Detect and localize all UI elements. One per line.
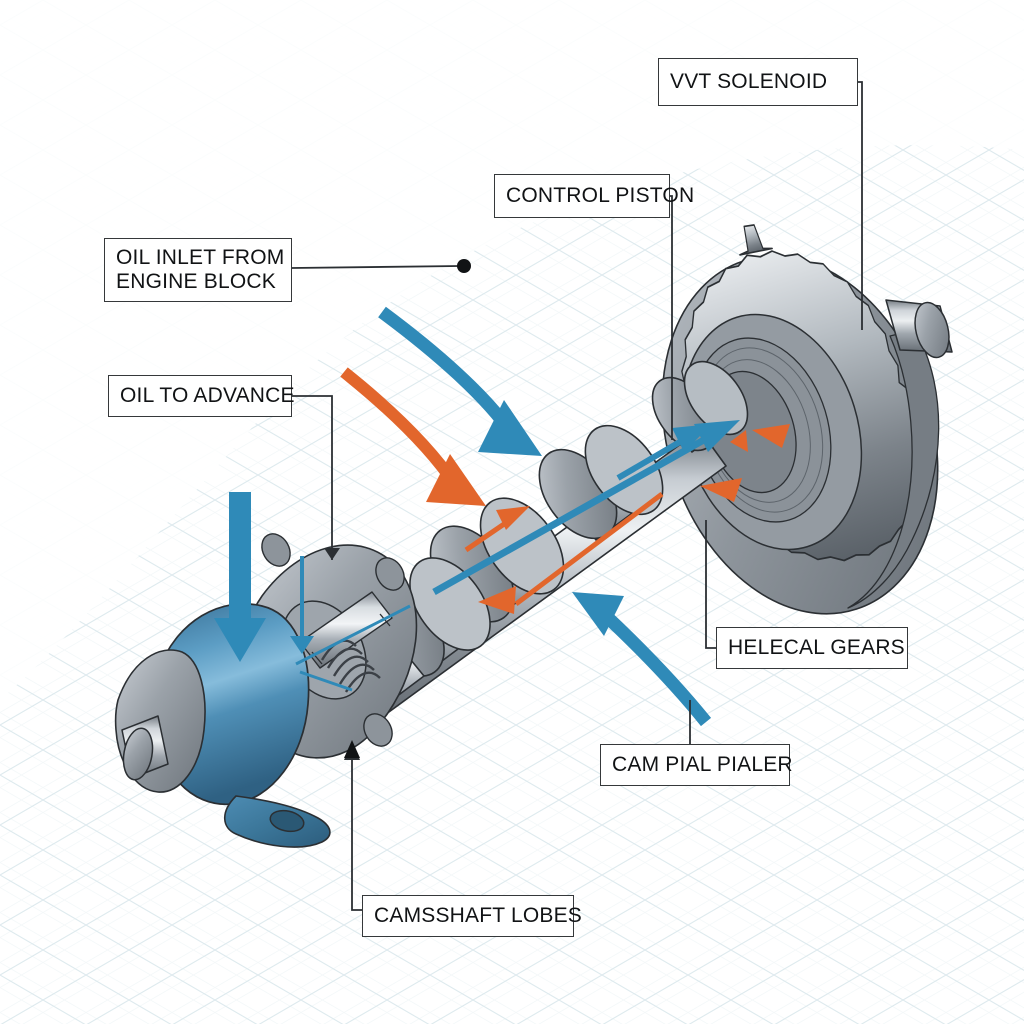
flow-arrows xyxy=(214,306,790,727)
oil-passage-line-2 xyxy=(299,670,353,692)
leader-oil-inlet xyxy=(291,265,461,269)
cam-phaser-curve-blue xyxy=(599,609,712,727)
leader-oil-to-advance-head xyxy=(324,548,340,560)
label-oil-inlet-from-engine-block[interactable]: OIL INLET FROM ENGINE BLOCK xyxy=(104,238,292,302)
label-line: CAMSSHAFT LOBES xyxy=(374,903,582,927)
gear-shaft-end-face xyxy=(914,301,950,359)
leader-helecal-gears xyxy=(705,520,716,649)
label-line: ENGINE BLOCK xyxy=(116,269,276,293)
leader-oil-to-advance xyxy=(292,395,333,560)
label-line: VVT SOLENOID xyxy=(670,69,828,93)
label-line: HELECAL GEARS xyxy=(728,635,905,659)
cam-axis-arrow-blue xyxy=(432,428,720,596)
oil-inlet-down-arrow xyxy=(214,492,266,662)
label-line: OIL INLET FROM xyxy=(116,245,285,269)
flange-bolt-hole-top xyxy=(261,533,291,567)
oil-passage-line xyxy=(295,604,411,666)
rotation-curve-orange-head xyxy=(426,454,486,506)
label-vvt-solenoid[interactable]: VVT SOLENOID xyxy=(658,58,858,106)
leader-solenoid-uparrow-head xyxy=(344,740,360,758)
gear-thrust-arrow-blue xyxy=(616,433,692,481)
flange-bolt-hole-bottom xyxy=(363,713,393,747)
label-cam-pial-pialer[interactable]: CAM PIAL PIALER xyxy=(600,744,793,786)
cam-phaser-curve-blue-head xyxy=(572,592,624,636)
label-camsshaft-lobes[interactable]: CAMSSHAFT LOBES xyxy=(362,895,582,937)
leader-lines xyxy=(291,81,863,911)
leader-control-piston xyxy=(670,195,673,440)
leader-camsshaft-lobes xyxy=(351,748,362,911)
solenoid-shaft-end-face xyxy=(122,727,154,781)
oil-passage-small-down-arrow xyxy=(290,556,314,654)
cam-axis-arrow-orange-head xyxy=(478,586,516,614)
leader-oil-inlet-dot xyxy=(457,259,471,273)
label-helecal-gears[interactable]: HELECAL GEARS xyxy=(716,627,908,669)
flange-bolt-hole-right xyxy=(375,557,405,591)
cam-axis-arrow-orange xyxy=(514,492,664,606)
leader-vvt-solenoid xyxy=(858,81,863,330)
vvt-solenoid-housing xyxy=(114,602,411,848)
label-line: CONTROL PISTON xyxy=(506,183,695,207)
rotation-curve-blue-head xyxy=(478,400,542,456)
mounting-bolt-hole xyxy=(269,809,305,833)
label-line: CAM PIAL PIALER xyxy=(612,752,793,776)
gear-thrust-arrow-orange-2 xyxy=(752,424,790,448)
label-control-piston[interactable]: CONTROL PISTON xyxy=(494,174,694,218)
gear-teeth-ring xyxy=(739,224,773,256)
gear-rim-thickness xyxy=(847,329,940,609)
gear-thrust-arrow-orange-1 xyxy=(730,430,748,452)
cam-lobe-orange-arrow xyxy=(464,517,512,553)
label-line: OIL TO ADVANCE xyxy=(120,383,295,407)
cam-lobe-orange-arrow-head xyxy=(496,506,530,530)
gear-thrust-arrow-orange-3 xyxy=(700,478,742,502)
gear-thrust-arrow-blue-head xyxy=(672,424,712,452)
label-oil-to-advance[interactable]: OIL TO ADVANCE xyxy=(108,375,295,417)
